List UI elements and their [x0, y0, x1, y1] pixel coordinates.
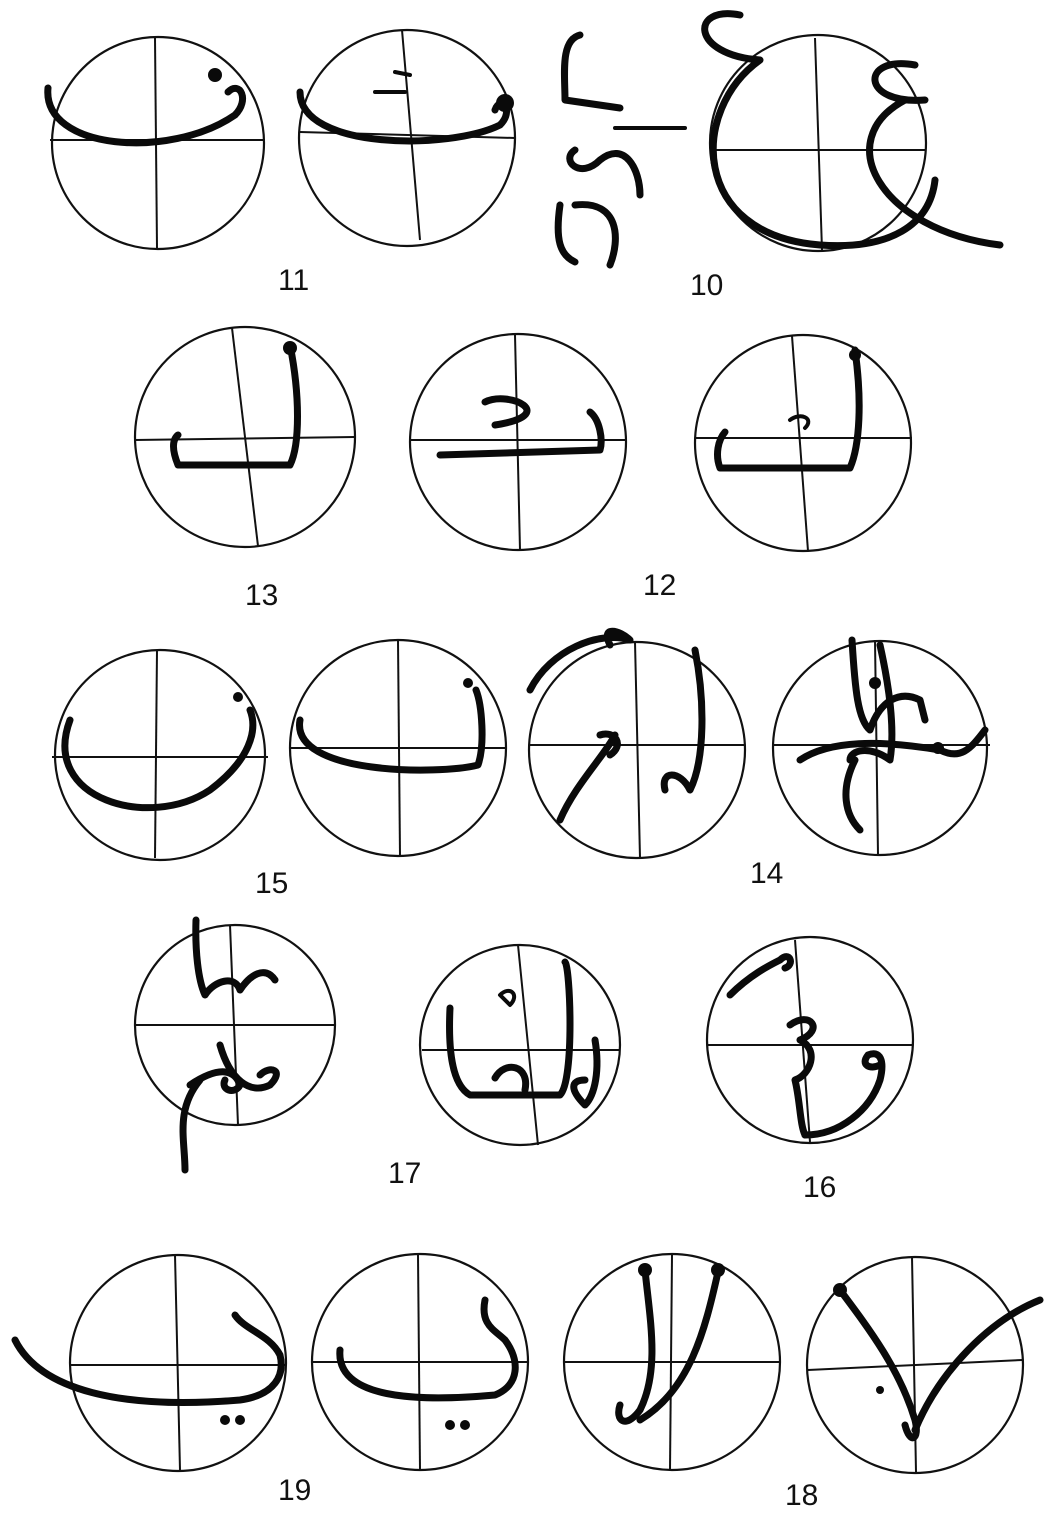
guide-circle: [707, 937, 913, 1143]
figure-label: 10: [690, 269, 723, 302]
guide-circle: [695, 335, 912, 551]
figure-17-16-group: 17 16: [135, 920, 913, 1204]
guide-circle: [52, 650, 268, 860]
guide-circle: [290, 640, 506, 856]
letter-ya-short-stroke: [340, 1300, 515, 1430]
figure-19-18-group: 19 18: [15, 1254, 1040, 1512]
letter-ayn-stroke: [705, 14, 1000, 246]
letter-mim-ligature-stroke: [800, 640, 985, 830]
letter-kaf-stroke: [440, 399, 601, 455]
guide-circle: [135, 925, 335, 1125]
letter-nun-stroke: [65, 692, 253, 808]
guide-circle: [70, 1255, 286, 1471]
letter-ha-medial-stroke: [450, 962, 597, 1105]
letter-ayn-column: [558, 35, 685, 265]
letter-ha-stroke: [183, 920, 276, 1170]
figure-11-group: 11 10: [48, 14, 1000, 302]
figure-label: 15: [255, 867, 288, 900]
figure-label: 18: [785, 1479, 818, 1512]
figure-label: 19: [278, 1474, 311, 1507]
figure-label: 13: [245, 579, 278, 612]
figure-15-14-group: 15 14: [52, 631, 990, 900]
guide-circle: [564, 1254, 780, 1470]
figure-label: 14: [750, 857, 783, 890]
letter-kaf-lam-stroke: [718, 349, 861, 468]
guide-circle: [135, 327, 355, 547]
figure-label: 11: [278, 264, 309, 297]
letter-ya-stroke: [15, 1315, 281, 1425]
guide-circle: [529, 642, 745, 858]
letter-mim-stroke: [530, 631, 702, 820]
guide-circle: [410, 334, 626, 550]
figure-label: 17: [388, 1157, 421, 1190]
figure-label: 12: [643, 569, 676, 602]
guide-circle: [772, 640, 990, 855]
letter-nun-flat-stroke: [300, 678, 483, 770]
figure-label: 16: [803, 1171, 836, 1204]
letter-fa-stroke: [48, 68, 243, 143]
figure-13-12-group: 13 12: [135, 327, 912, 612]
